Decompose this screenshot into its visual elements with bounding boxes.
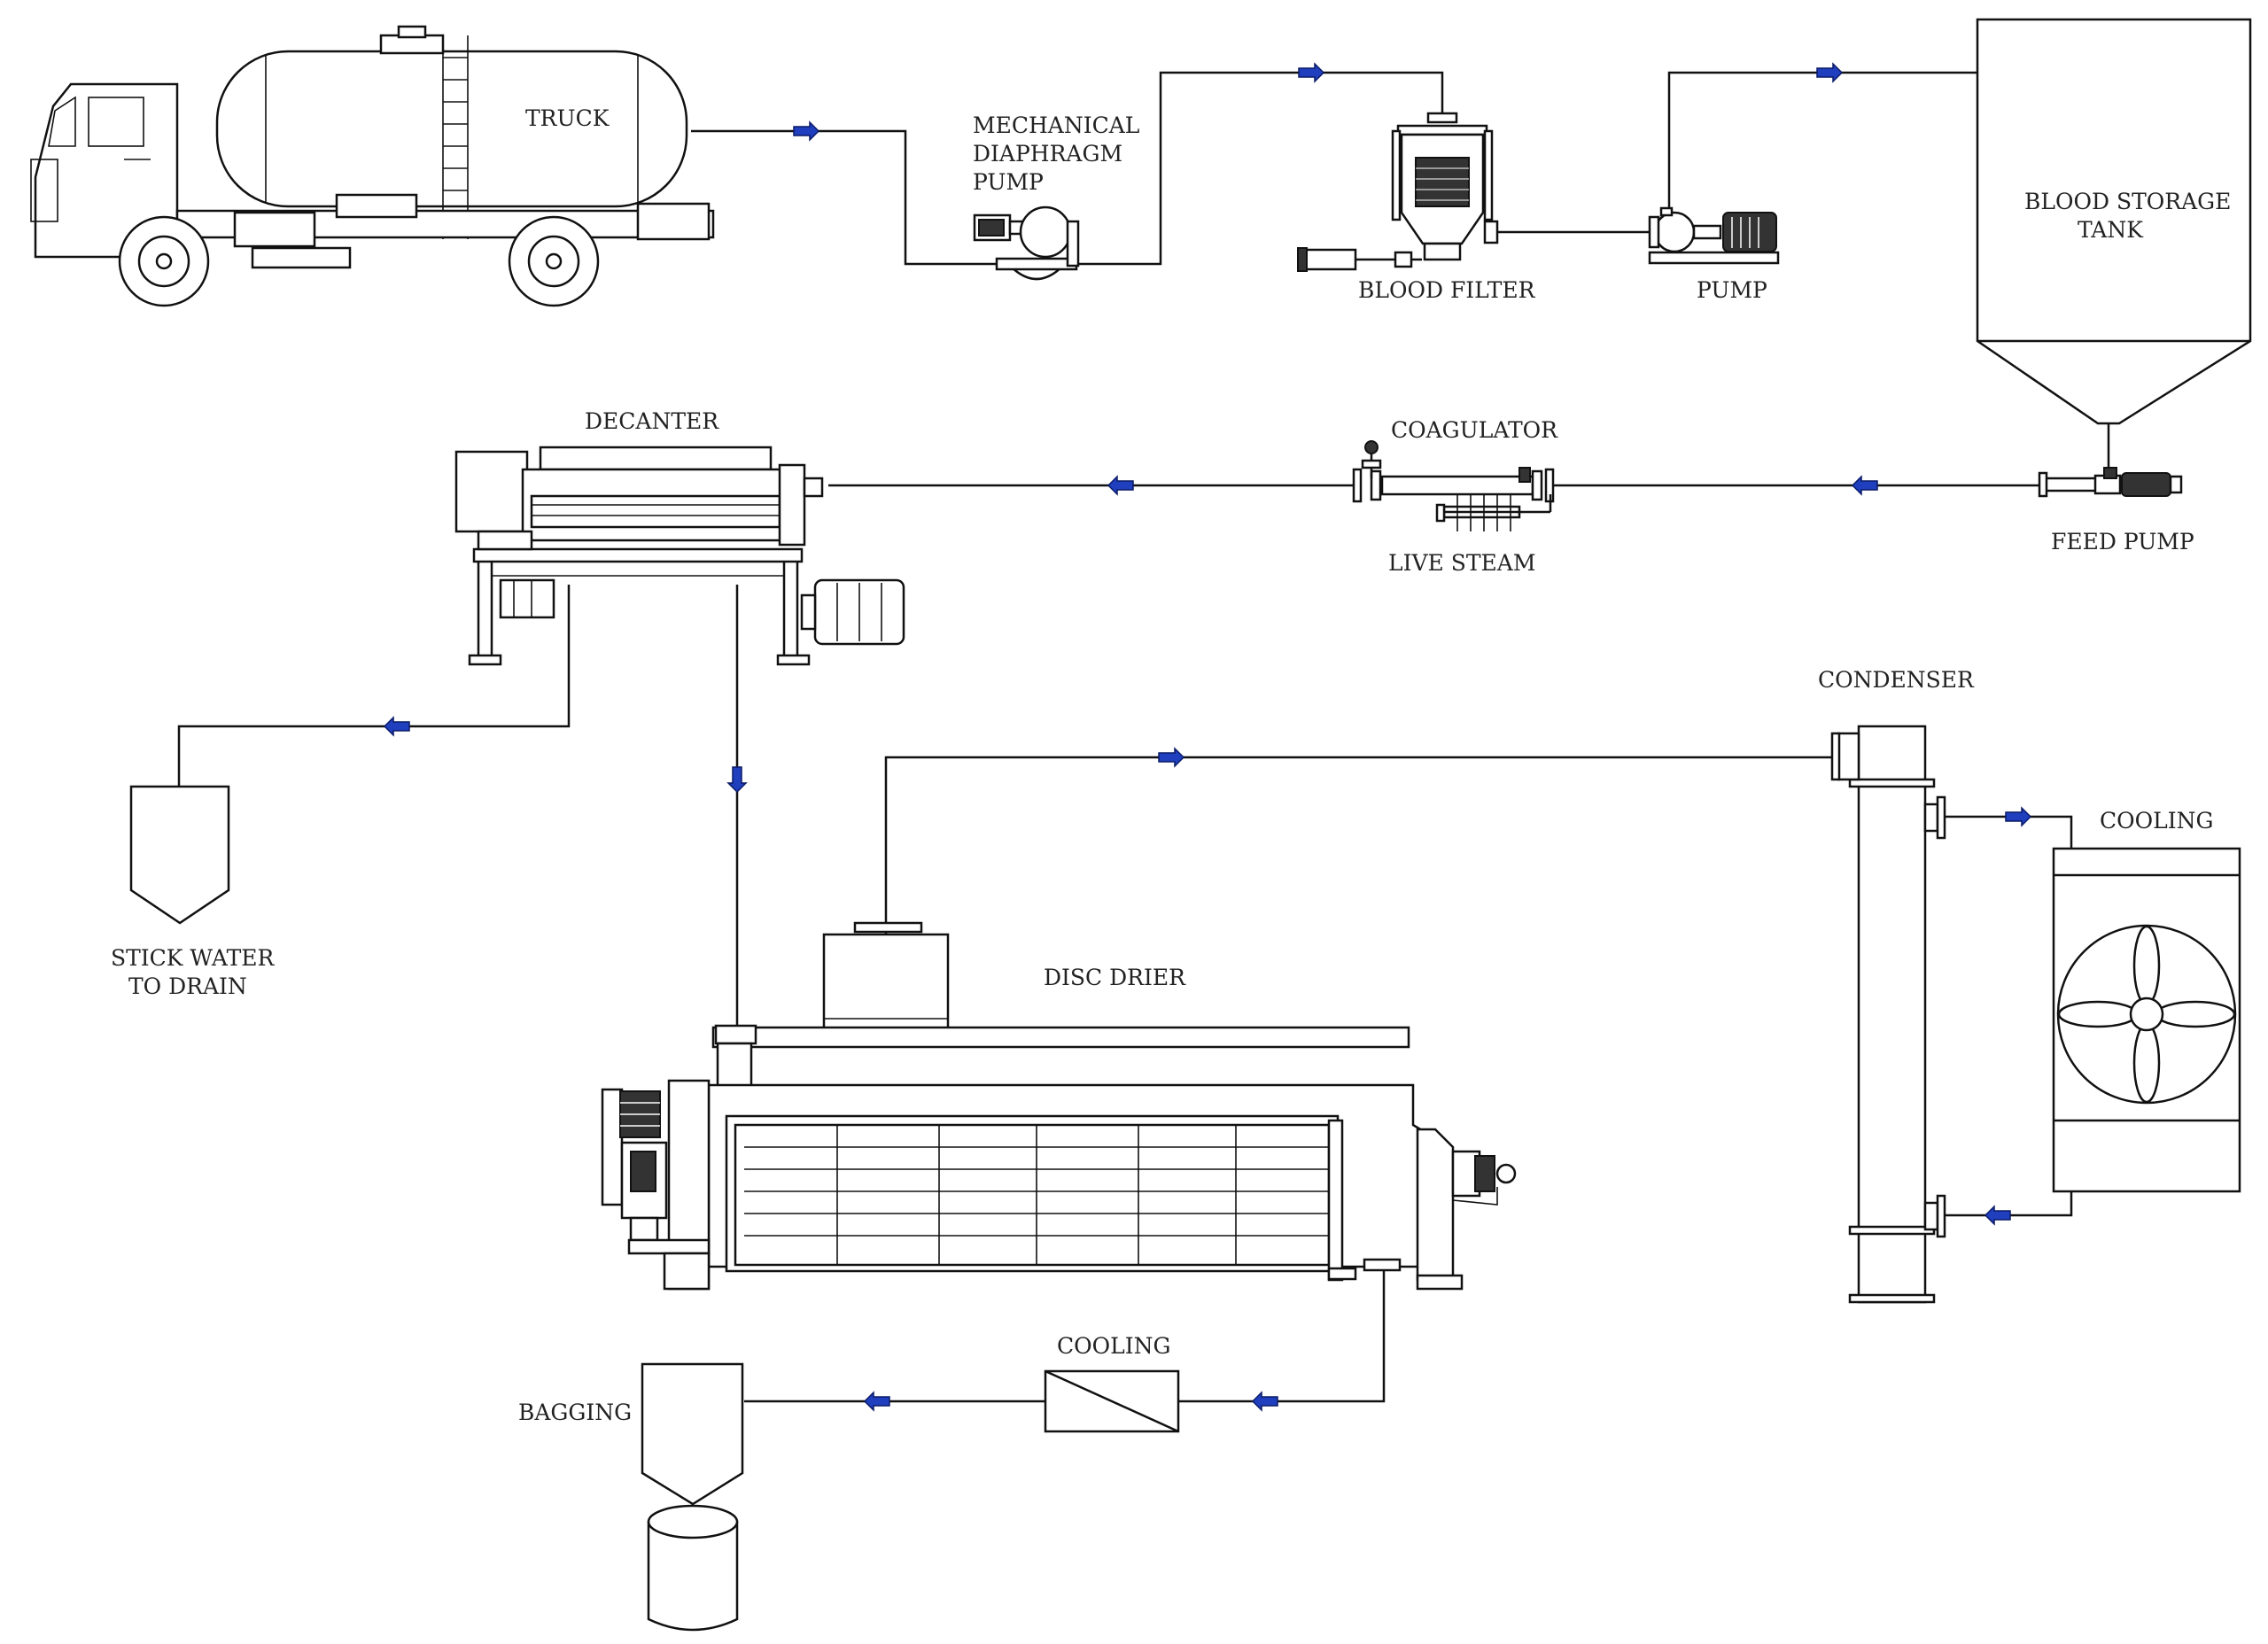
flow-arrow-left-icon <box>1107 476 1134 495</box>
mech-pump-label-1: MECHANICAL <box>973 112 1139 138</box>
flow-arrow-left-icon <box>1852 476 1878 495</box>
flow-arrow-right-icon <box>1298 63 1324 82</box>
live-steam-label: LIVE STEAM <box>1388 550 1535 576</box>
feed-pump-label: FEED PUMP <box>2051 529 2194 554</box>
flow-arrow-right-icon <box>793 121 819 141</box>
pipes <box>177 71 2110 1403</box>
blood-storage-tank-icon <box>1976 18 2252 425</box>
decanter-icon <box>454 446 905 666</box>
storage-tank-label-2: TANK <box>2078 217 2144 243</box>
labels: TRUCK MECHANICAL DIAPHRAGM PUMP BLOOD FI… <box>111 105 2231 1425</box>
cooling-unit-label: COOLING <box>1057 1333 1170 1359</box>
disc-drier-label: DISC DRIER <box>1044 965 1186 990</box>
coagulator-label: COAGULATOR <box>1391 417 1558 443</box>
truck-icon <box>30 25 715 307</box>
stick-water-label-1: STICK WATER <box>111 945 275 971</box>
flow-arrow-right-icon <box>2005 807 2031 826</box>
fan-blades <box>2057 925 2236 1104</box>
flow-arrow-left-icon <box>1984 1206 2011 1225</box>
disc-drier-icon <box>601 921 1517 1291</box>
pump-label: PUMP <box>1697 277 1767 303</box>
blood-filter-icon <box>1297 112 1499 272</box>
truck-label: TRUCK <box>525 105 610 131</box>
flow-arrow-right-icon <box>1816 63 1843 82</box>
flow-arrow-right-icon <box>1158 748 1184 767</box>
cooling-tower-label: COOLING <box>2100 808 2213 834</box>
bagging-hopper-icon <box>641 1362 744 1632</box>
condenser-icon <box>1830 725 1946 1304</box>
blood-filter-label: BLOOD FILTER <box>1358 277 1536 303</box>
centrifugal-pump-icon <box>1648 206 1780 265</box>
mech-pump-label-2: DIAPHRAGM <box>973 141 1122 167</box>
feed-pump-icon <box>2038 467 2183 498</box>
stick-water-tank-icon <box>129 785 230 925</box>
condenser-label: CONDENSER <box>1818 667 1975 693</box>
flow-arrow-down-icon <box>727 766 747 793</box>
cooling-tower-icon <box>2052 847 2241 1193</box>
mech-pump-label-3: PUMP <box>973 169 1044 195</box>
bagging-label: BAGGING <box>518 1400 632 1425</box>
diaphragm-pump-icon <box>973 206 1080 281</box>
flow-arrow-left-icon <box>864 1392 890 1411</box>
cooling-unit-icon <box>1044 1369 1180 1433</box>
flow-arrow-left-icon <box>1252 1392 1278 1411</box>
coagulator-icon <box>1352 440 1555 531</box>
decanter-label: DECANTER <box>585 408 719 434</box>
flow-arrow-left-icon <box>384 717 410 736</box>
storage-tank-label-1: BLOOD STORAGE <box>2024 189 2231 214</box>
stick-water-label-2: TO DRAIN <box>128 973 247 999</box>
